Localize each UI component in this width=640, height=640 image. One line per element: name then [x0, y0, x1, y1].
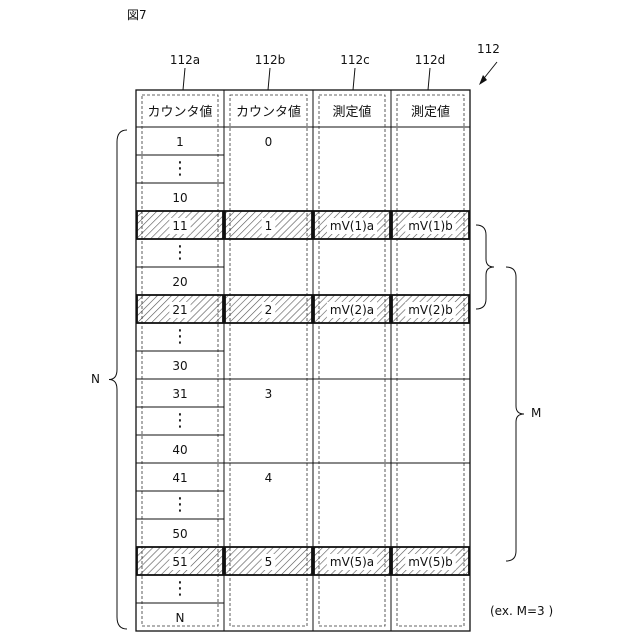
ref-leader-112b	[268, 68, 270, 90]
table-cell-a: ⋮	[171, 494, 189, 515]
ref-leader-112d	[428, 68, 430, 90]
ref-leader-112c	[353, 68, 355, 90]
table-cell-a: 21	[172, 303, 187, 317]
column-header-c: 測定値	[332, 104, 371, 120]
table-cell-a: 41	[172, 471, 187, 485]
table-cell-d: mV(1)b	[408, 219, 453, 233]
table-cell-a: 51	[172, 555, 187, 569]
table-cell-a: 11	[172, 219, 187, 233]
table-cell-a: ⋮	[171, 410, 189, 431]
label-m: M	[531, 406, 541, 420]
table-cell-d: mV(2)b	[408, 303, 453, 317]
table-cell-a: ⋮	[171, 242, 189, 263]
table-cell-b: 3	[265, 387, 273, 401]
table-cell-b: 5	[265, 555, 273, 569]
table-cell-c: mV(1)a	[330, 219, 374, 233]
table-cell-b: 4	[265, 471, 273, 485]
bracket-m-small	[476, 225, 494, 309]
table-cell-b: 1	[265, 219, 273, 233]
table-cell-a: ⋮	[171, 326, 189, 347]
table-cell-a: 10	[172, 191, 187, 205]
label-n: N	[91, 372, 100, 386]
table-cell-c: mV(5)a	[330, 555, 374, 569]
table-cell-d: mV(5)b	[408, 555, 453, 569]
column-header-d: 測定値	[411, 104, 450, 120]
column-header-b: カウンタ値	[236, 104, 301, 120]
ref-leader-112a	[183, 68, 185, 90]
table-cell-a: 40	[172, 443, 187, 457]
table-cell-a: N	[176, 611, 185, 625]
table-cell-a: 31	[172, 387, 187, 401]
bracket-m	[506, 267, 524, 561]
table-cell-b: 0	[265, 135, 273, 149]
table-cell-b: 2	[265, 303, 273, 317]
table-cell-a: 50	[172, 527, 187, 541]
table-cell-a: 30	[172, 359, 187, 373]
table-cell-a: ⋮	[171, 158, 189, 179]
bracket-n	[109, 130, 127, 629]
table-cell-a: 1	[176, 135, 184, 149]
example-note: (ex. M=3 )	[490, 604, 553, 618]
table-cell-c: mV(2)a	[330, 303, 374, 317]
table-cell-a: ⋮	[171, 578, 189, 599]
column-header-a: カウンタ値	[147, 104, 212, 120]
table-cell-a: 20	[172, 275, 187, 289]
